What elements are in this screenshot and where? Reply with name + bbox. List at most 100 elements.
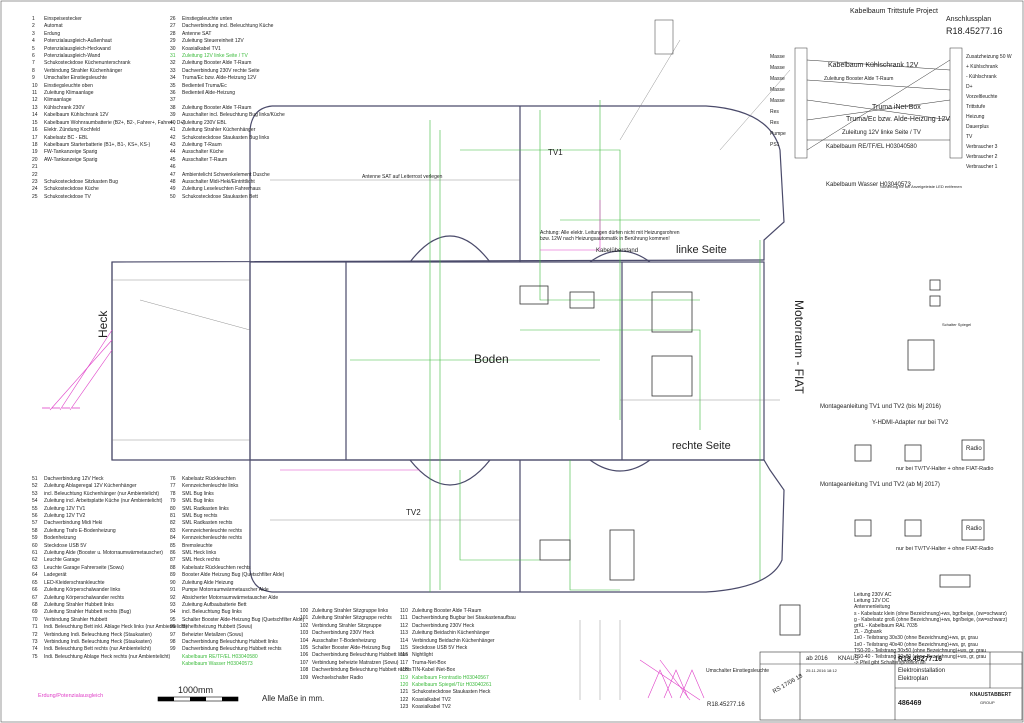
connector-blocks bbox=[654, 19, 963, 159]
legend-number: 123 bbox=[400, 704, 409, 711]
legend-text: Nightlight bbox=[412, 652, 433, 659]
legend-number: 73 bbox=[32, 638, 38, 645]
legend-text: Verbindung Beidachin Küchenhänger bbox=[412, 637, 495, 644]
tb-drawing-number: R18.45277.16 bbox=[898, 656, 942, 663]
tb-company: KNAUS bbox=[838, 656, 859, 662]
legend-text: Einspeisestecker bbox=[44, 16, 82, 22]
legend-text: Ausschalter Küche bbox=[182, 149, 224, 156]
list-line: Masse bbox=[770, 87, 785, 93]
legend-number: 13 bbox=[32, 104, 38, 111]
list-line: Zusatzheizung 50 W bbox=[966, 54, 1012, 60]
legend-number: 99 bbox=[170, 646, 176, 653]
legend-number: 92 bbox=[170, 594, 176, 601]
legend-number: 90 bbox=[170, 579, 176, 586]
legend-text: Zuleitung Steuereinheit 12V bbox=[182, 38, 244, 45]
scale-bar bbox=[157, 696, 239, 702]
legend-number: 41 bbox=[170, 127, 176, 134]
legend-text: Dachverbindung Bugbur bei Staukastenaufb… bbox=[412, 615, 516, 622]
legend-text: Wechselschalter Radio bbox=[312, 674, 364, 681]
legend-text: Klimaanlage bbox=[44, 97, 72, 104]
legend-text: Koaxialkabel TV2 bbox=[412, 696, 451, 703]
legend-number: 93 bbox=[170, 601, 176, 608]
legend-text: Schukosteckdose Staukasten Bug links bbox=[182, 134, 270, 141]
right-plan-number: R18.45277.16 bbox=[946, 26, 1003, 36]
legend-text: SML Bug links bbox=[182, 490, 214, 497]
legend-text: Zuleitung incl. Arbeitsplatte Küche (nur… bbox=[44, 498, 163, 505]
legend-entry: 21 bbox=[32, 164, 162, 171]
list-line: Verbraucher 2 bbox=[966, 154, 998, 160]
legend-text: Steckdose USB 5V Heck bbox=[412, 645, 468, 652]
legend-number: 111 bbox=[400, 615, 408, 622]
legend-number: 63 bbox=[32, 564, 38, 571]
legend-number: 59 bbox=[32, 535, 38, 542]
legend-text: Kennzeichenleuchte links bbox=[182, 483, 239, 490]
legend-text: FW-Tankanzeige Sparig bbox=[44, 149, 98, 156]
legend-number: 105 bbox=[300, 645, 309, 652]
legend-number: 54 bbox=[32, 498, 38, 505]
list-line: PS1 bbox=[770, 142, 780, 148]
legend-number: 77 bbox=[170, 483, 176, 490]
legend-text: LED-Kleiderschrankleuchte bbox=[44, 579, 105, 586]
legend-text: Potenzialausgleich-Heckwand bbox=[44, 45, 111, 52]
legend-number: 39 bbox=[170, 112, 176, 119]
legend-number: 5 bbox=[32, 45, 35, 52]
list-line: TV bbox=[966, 134, 973, 140]
legend-number: 110 bbox=[400, 608, 408, 614]
legend-number: 43 bbox=[170, 141, 176, 148]
harness-fanout bbox=[647, 669, 705, 699]
legend-number: 67 bbox=[32, 594, 38, 601]
legend-number bbox=[170, 661, 182, 668]
legend-number: 120 bbox=[400, 682, 409, 689]
legend-text: Kabelsatz BC - EBL bbox=[44, 134, 89, 141]
label-tv1: TV1 bbox=[548, 148, 563, 157]
legend-entry: 41 Zuleitung Strahler Küchenhänger bbox=[170, 127, 310, 134]
legend-number: 55 bbox=[32, 505, 38, 512]
legend-text: Dachverbindung 230V Heck bbox=[412, 622, 475, 629]
legend-text: Zuleitung Strahler Küchenhänger bbox=[182, 127, 256, 134]
hdmi-note: Y-HDMI-Adapter nur bei TV2 bbox=[872, 420, 949, 426]
legend-entry: 54 Zuleitung incl. Arbeitsplatte Küche (n… bbox=[32, 498, 172, 505]
legend-text: Leuchte Garage bbox=[44, 557, 80, 564]
legend-text: Kabelsatz Rückleuchten rechts bbox=[182, 564, 251, 571]
legend-text: Zuleitung Strahler Hubbett links bbox=[44, 601, 114, 608]
list-line: Heizung bbox=[966, 114, 985, 120]
legend-number: 57 bbox=[32, 520, 38, 527]
legend-text: Automat bbox=[44, 23, 63, 30]
legend-text: Truma-Net-Box bbox=[412, 659, 446, 666]
schalter-note: Schalter Spiegel bbox=[942, 322, 972, 327]
list-line: grKL - Kabelbaum RAL 7035 bbox=[854, 623, 918, 630]
list-line: - Kühlschrank bbox=[966, 74, 997, 80]
legend-text: Umschalter Einstiegsleuchte bbox=[44, 75, 108, 82]
legend-text: Schalter Booster Alde-Heizung Bug (Quets… bbox=[182, 616, 305, 623]
legend-number: 103 bbox=[300, 630, 309, 637]
legend-number: 53 bbox=[32, 490, 38, 497]
legend-number: 48 bbox=[170, 178, 176, 185]
list-line: ZL - Zigbank bbox=[854, 629, 882, 636]
legend-text: Verbindung Strahler Küchenhänger bbox=[44, 67, 123, 74]
list-line: Leitung 12V DC bbox=[854, 598, 890, 605]
legend-number: 21 bbox=[32, 164, 38, 171]
legend-text: Kabelbaum Starterbatterie (B1+, B1-, KS+… bbox=[44, 141, 151, 148]
